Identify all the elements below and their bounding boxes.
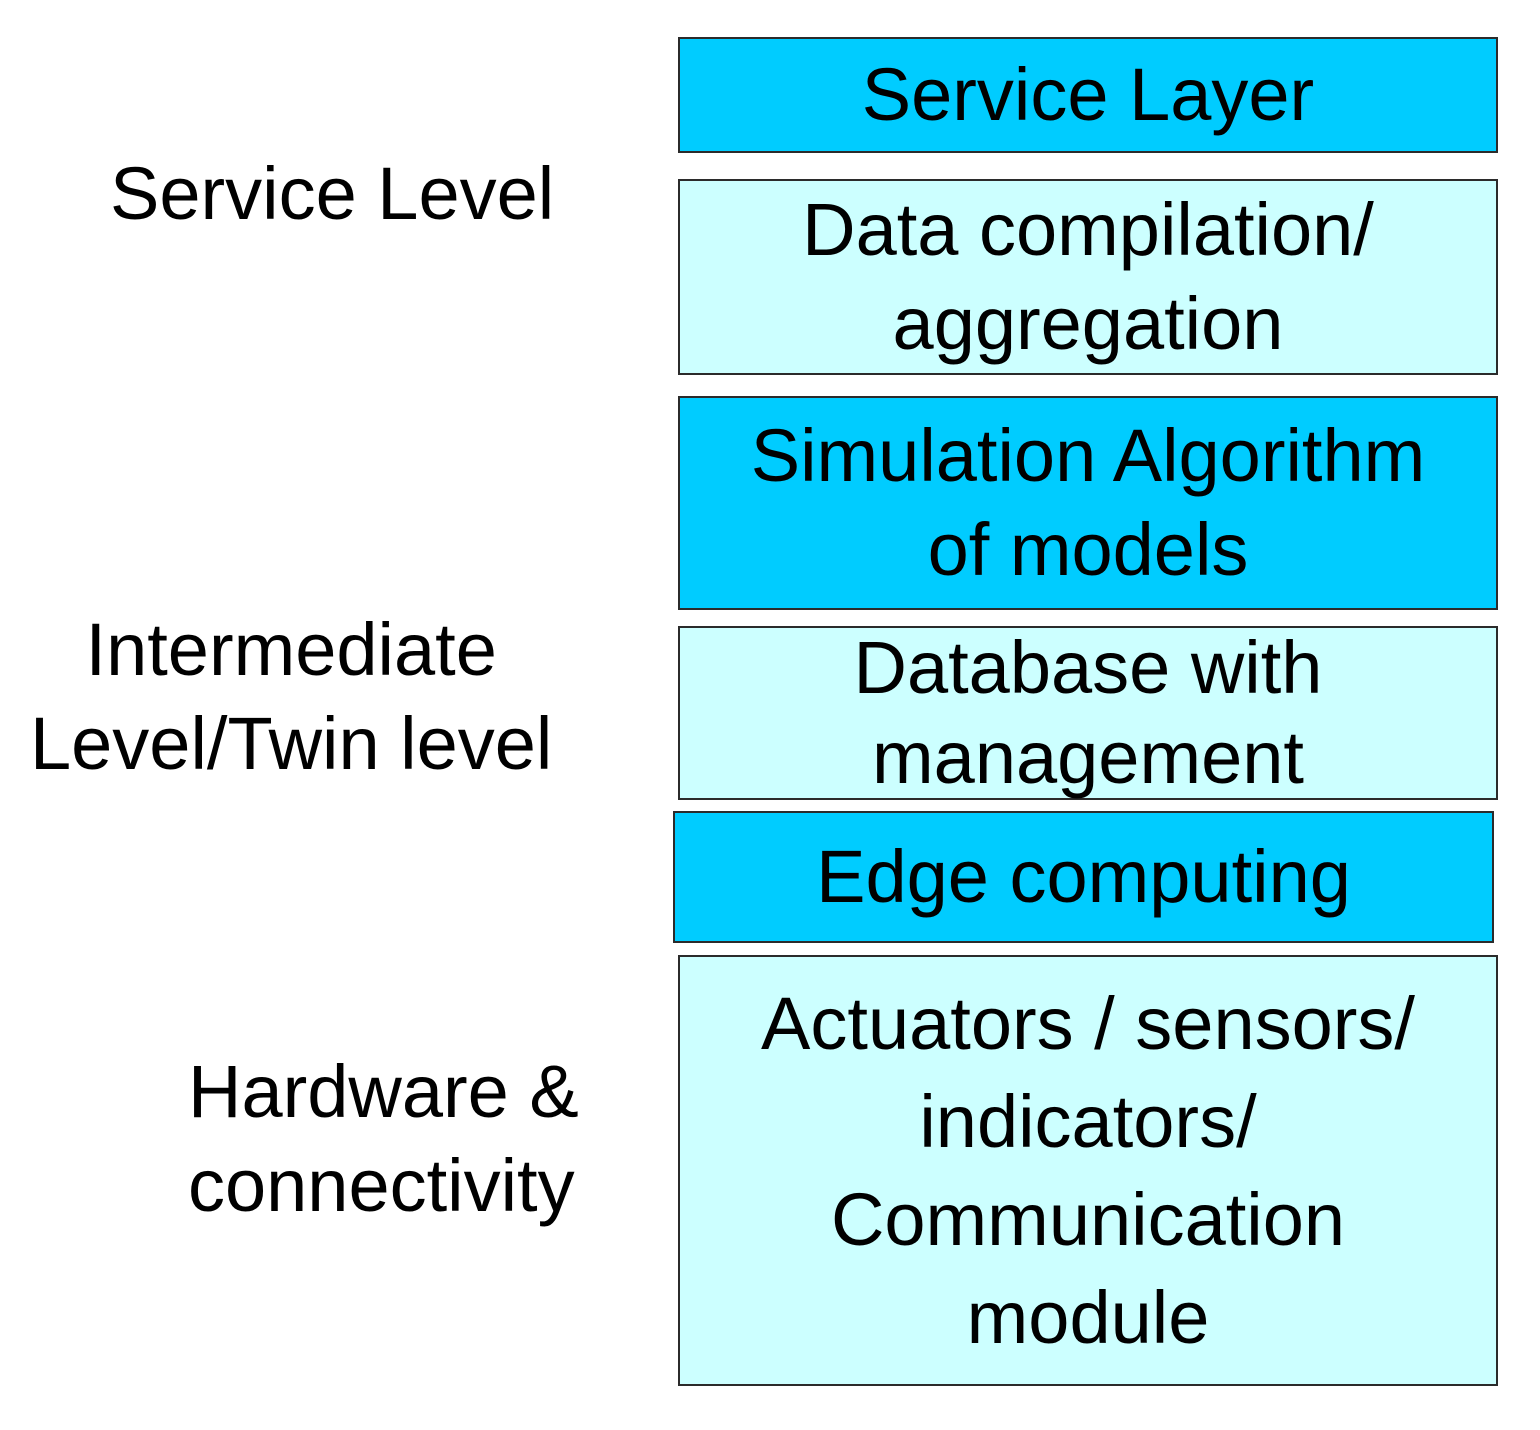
level-label-service: Service Level (110, 152, 555, 235)
layer-simulation-algorithm: Simulation Algorithm of models (678, 396, 1498, 610)
layer-actuators-sensors: Actuators / sensors/ indicators/ Communi… (678, 955, 1498, 1386)
layer-edge-computing: Edge computing (673, 811, 1494, 943)
layer-data-compilation: Data compilation/ aggregation (678, 179, 1498, 375)
layer-service: Service Layer (678, 37, 1498, 153)
layer-database: Database with management (678, 626, 1498, 800)
level-label-intermediate: Intermediate Level/Twin level (30, 608, 553, 785)
level-label-hardware: Hardware & connectivity (188, 1050, 579, 1227)
